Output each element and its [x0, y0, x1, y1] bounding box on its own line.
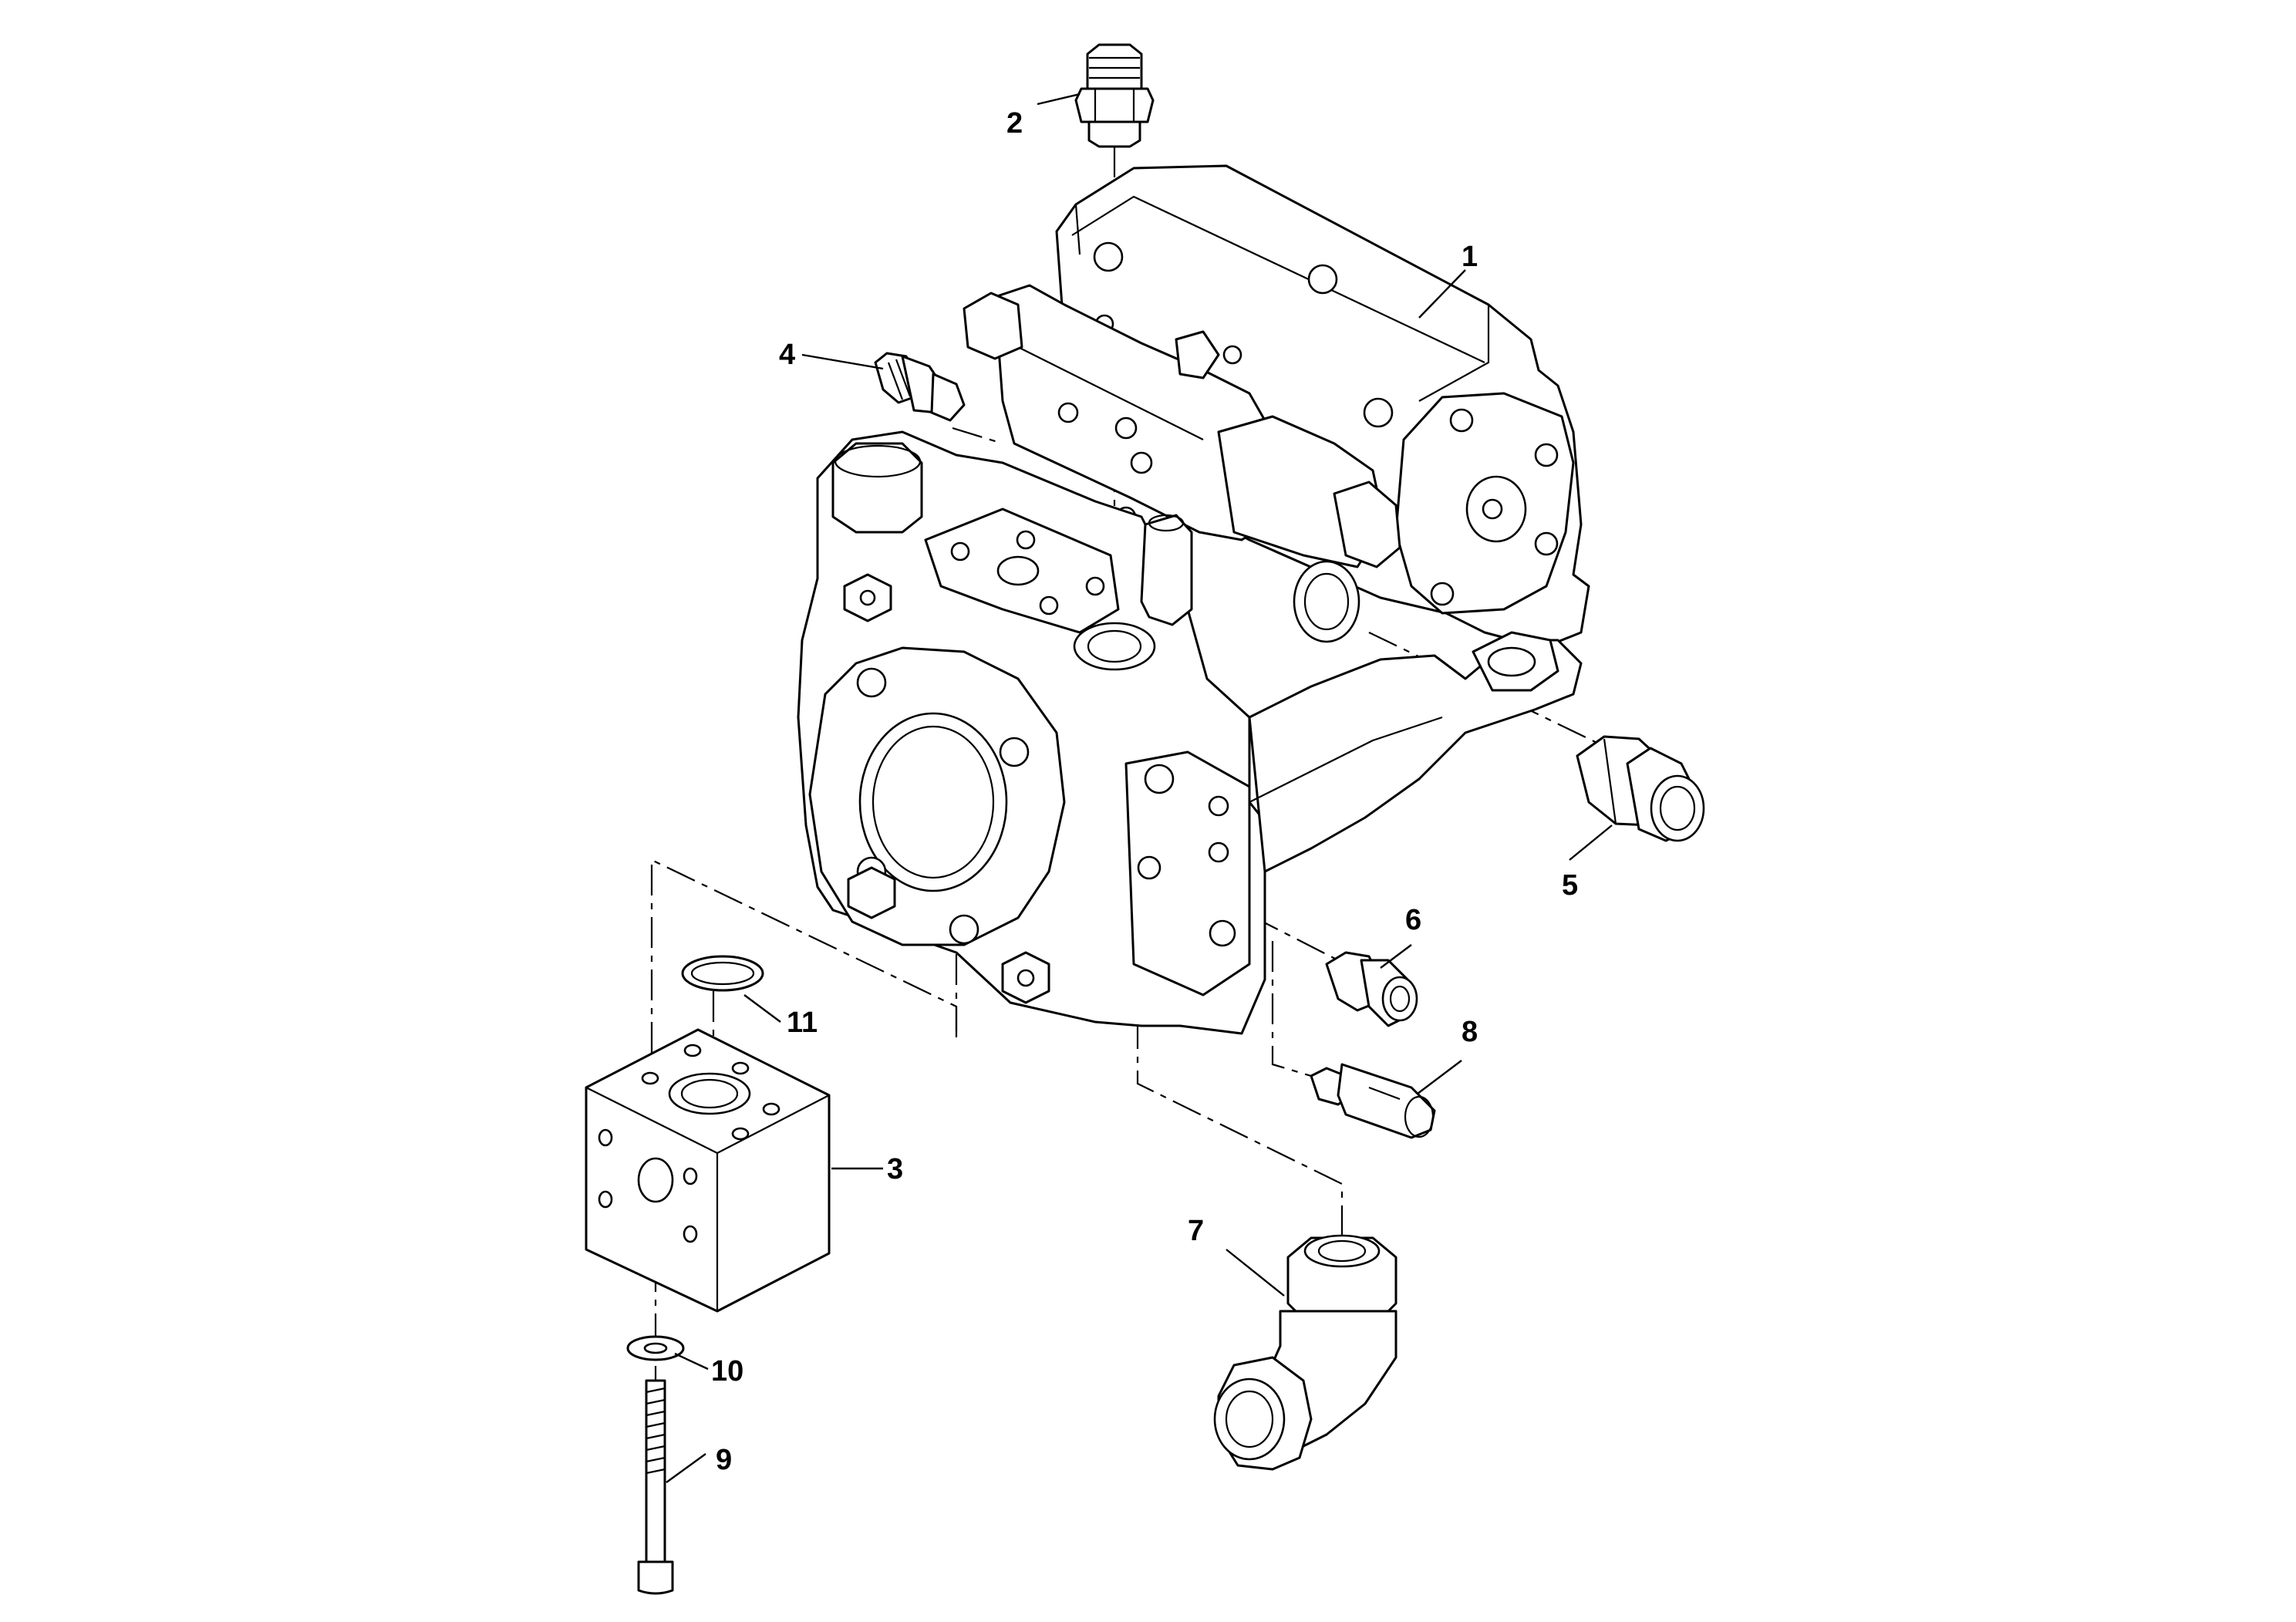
part-1-pump-body	[797, 164, 1590, 1035]
callout-3: 3	[887, 1153, 903, 1185]
part-4-fitting	[874, 352, 966, 422]
callout-1: 1	[1462, 241, 1478, 273]
callout-9: 9	[716, 1444, 732, 1476]
part-11-o-ring	[681, 955, 764, 992]
callout-7: 7	[1188, 1215, 1204, 1247]
callout-10: 10	[711, 1355, 743, 1388]
callout-8: 8	[1462, 1016, 1478, 1048]
part-2-fitting	[1074, 43, 1155, 148]
callout-4: 4	[779, 339, 795, 371]
part-10-washer	[626, 1335, 685, 1361]
part-9-bolt	[637, 1379, 674, 1595]
part-7-elbow-fitting	[1213, 1234, 1397, 1471]
callout-5: 5	[1562, 869, 1578, 902]
part-6-fitting	[1325, 951, 1418, 1027]
callout-2: 2	[1006, 107, 1023, 140]
part-3-block	[585, 1028, 831, 1313]
part-5-fitting	[1576, 735, 1705, 842]
callout-labels: 1 2 3 4 5 6 8 7 11 10 9	[711, 107, 1578, 1476]
callout-11: 11	[787, 1007, 818, 1039]
callout-6: 6	[1405, 904, 1421, 936]
part-8-sensor	[1310, 1063, 1436, 1139]
leader-lines	[666, 93, 1613, 1483]
